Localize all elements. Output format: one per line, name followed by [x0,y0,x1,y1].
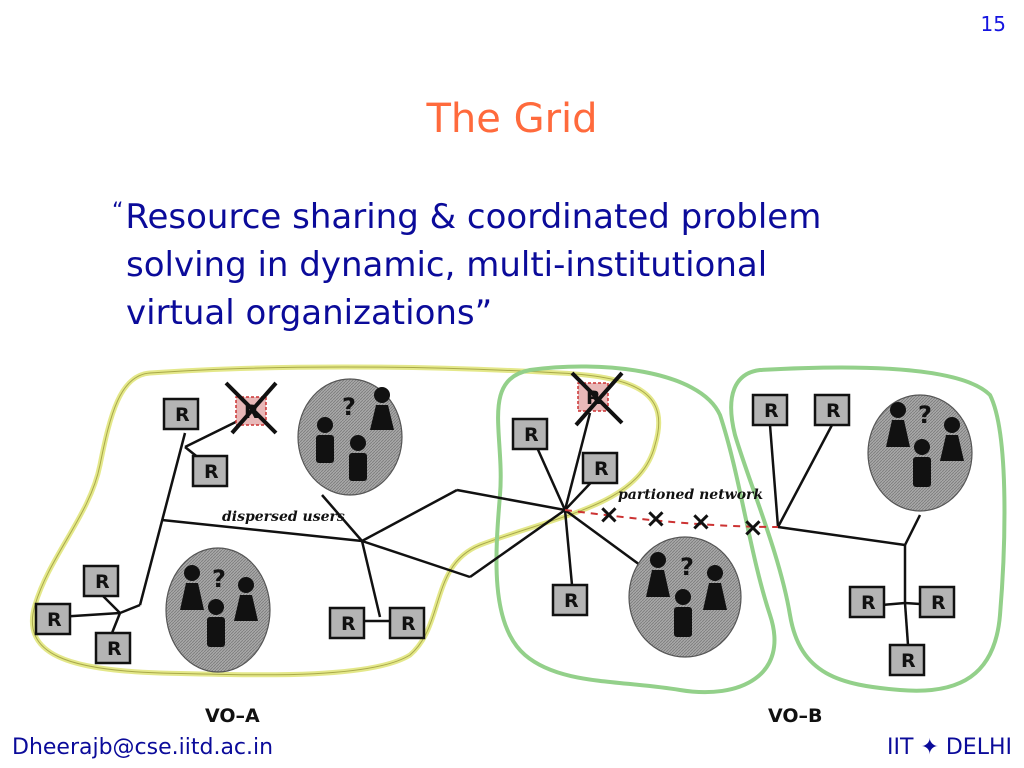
svg-text:R: R [764,400,779,422]
resource-box: R [813,393,851,427]
svg-text:R: R [47,609,62,631]
resource-box: R [94,631,132,665]
resource-box: R [751,393,789,427]
footer-email: Dheerajb@cse.iitd.ac.in [12,735,274,760]
svg-text:R: R [861,592,876,614]
open-quote-mark: “ [112,199,124,224]
resource-box: R [918,585,956,619]
svg-text:R: R [826,400,841,422]
resource-box: R [328,606,366,640]
failed-resource-vo-a: R [224,381,278,435]
svg-text:R: R [524,424,539,446]
break-mark: × [690,507,712,537]
resource-box: R [511,417,549,451]
svg-text:R: R [341,613,356,635]
svg-text:R: R [401,613,416,635]
svg-text:R: R [901,650,916,672]
break-mark: × [598,500,620,530]
dispersed-users-label: dispersed users [222,509,345,525]
user-group-vo-b-right [867,394,973,512]
question-mark-2: ? [212,565,226,593]
vo-b-label: VO–B [768,705,823,727]
quote-line-3: virtual organizations” [126,293,493,333]
network-links [57,412,936,646]
slide-number: 15 [980,12,1006,36]
vo-b-boundary-right [729,365,1007,693]
resource-box: R [191,454,229,488]
partitioned-link [564,509,779,528]
svg-text:R: R [175,404,190,426]
vo-a-boundary-inner [31,366,660,676]
vo-a-label: VO–A [205,705,260,727]
svg-text:R: R [931,592,946,614]
grid-diagram: ? ? ? ? R R R R R R R R R R R R R R R R … [29,364,1007,727]
svg-text:R: R [594,458,609,480]
break-mark: × [645,504,667,534]
user-group-vo-b-middle [628,536,742,658]
svg-text:R: R [95,571,110,593]
partitioned-network-label: partioned network [618,487,763,503]
resource-box: R [581,451,619,485]
resource-box: R [82,564,120,598]
resource-box: R [388,606,426,640]
question-mark-4: ? [918,401,932,429]
svg-text:R: R [564,590,579,612]
svg-text:R: R [107,638,122,660]
user-group-vo-a-bottom [165,547,271,673]
resource-box: R [34,602,72,636]
partition-break-marks: × × × × [598,500,764,543]
quote-line-1: “Resource sharing & coordinated problem [112,188,912,241]
slide-title: The Grid [426,96,598,142]
footer-institution: IIT ✦ DELHI [887,735,1012,760]
resource-box: R [162,397,200,431]
resource-boxes: R R R R R R R R R R R R R R R [34,393,956,677]
break-mark: × [742,513,764,543]
user-group-vo-a-top [297,378,403,496]
failed-resource-vo-b: R [570,371,624,427]
svg-text:R: R [204,461,219,483]
definition-quote: “Resource sharing & coordinated problem … [112,188,912,337]
quote-line-2: solving in dynamic, multi-institutional [126,245,768,285]
resource-box: R [551,583,589,617]
question-mark-1: ? [342,393,356,421]
quote-line-1-text: Resource sharing & coordinated problem [125,197,822,237]
resource-box: R [848,585,886,619]
vo-b-boundary-left [494,364,777,695]
resource-box: R [888,643,926,677]
question-mark-3: ? [680,553,694,581]
